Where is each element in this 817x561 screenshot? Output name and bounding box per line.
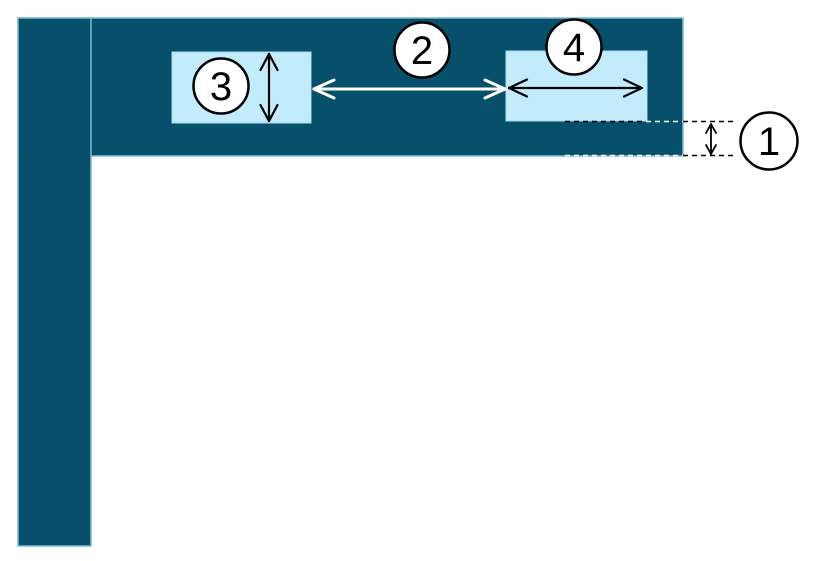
dimension-arrow-width <box>507 78 644 98</box>
callout-2-badge: 2 <box>393 21 451 79</box>
callout-3-badge: 3 <box>192 57 250 115</box>
callout-1-circle <box>739 111 799 171</box>
callout-3-label: 3 <box>210 65 232 109</box>
callout-1-badge: 1 <box>739 111 799 171</box>
callout-2-circle <box>393 21 451 79</box>
callout-4-label: 4 <box>563 26 585 70</box>
callout-2-label: 2 <box>411 29 433 73</box>
dimension-arrow-thickness <box>705 123 717 155</box>
callout-4-badge: 4 <box>545 18 603 76</box>
callout-3-circle <box>192 57 250 115</box>
dimension-arrow-height <box>259 52 279 123</box>
frame-vertical-bar <box>17 17 92 547</box>
callout-1-label: 1 <box>758 120 780 164</box>
callout-4-circle <box>545 18 603 76</box>
dimension-arrow-gap <box>312 78 507 100</box>
